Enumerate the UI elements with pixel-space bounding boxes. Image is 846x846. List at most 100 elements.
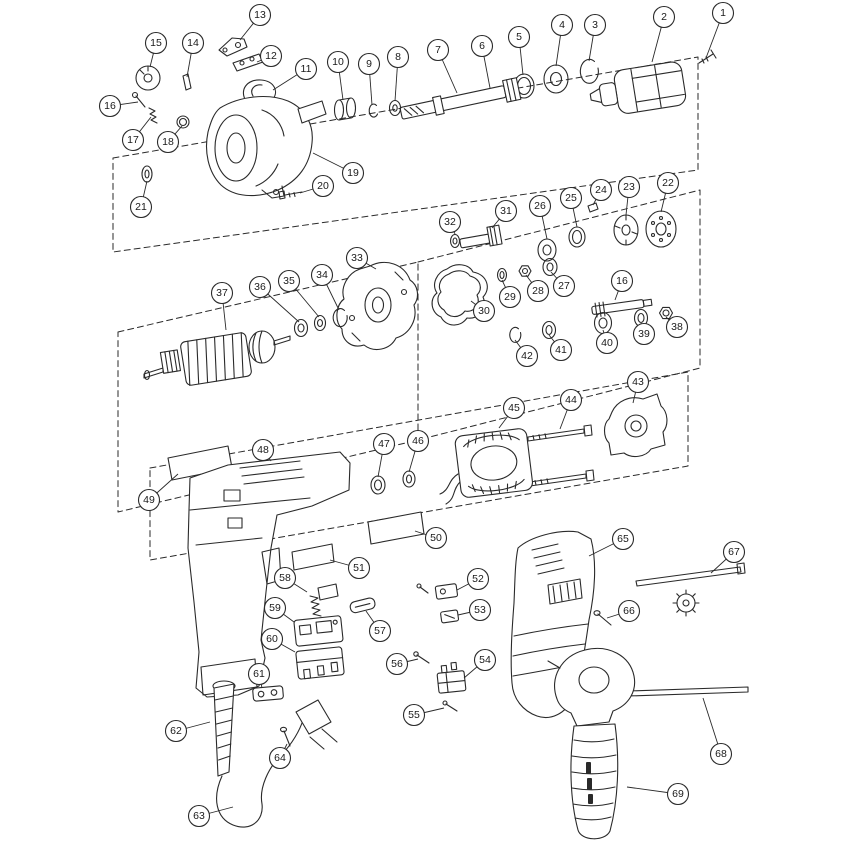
part-3-circlip	[579, 58, 599, 84]
callout-5: 5	[507, 25, 531, 76]
part-58-spring	[309, 583, 339, 617]
part-60-switch-lower	[295, 646, 345, 680]
callout-48: 48	[251, 438, 275, 462]
svg-text:17: 17	[127, 134, 139, 146]
svg-text:53: 53	[474, 604, 486, 616]
callout-8: 8	[386, 45, 410, 102]
callout-60: 60	[260, 627, 296, 653]
part-20-screw	[278, 190, 303, 200]
part-9-circlip	[368, 103, 379, 118]
svg-text:48: 48	[257, 444, 269, 456]
part-44-screws	[527, 424, 595, 487]
callout-61: 61	[247, 662, 271, 689]
part-23-gear	[613, 214, 639, 246]
part-45-stator	[439, 428, 534, 505]
part-35-washer	[313, 314, 327, 332]
svg-text:40: 40	[601, 337, 613, 349]
callout-33: 33	[345, 246, 377, 270]
svg-text:27: 27	[558, 280, 570, 292]
part-64-screw	[279, 726, 291, 747]
part-43-bracket	[603, 393, 668, 458]
svg-text:37: 37	[216, 287, 228, 299]
svg-text:57: 57	[374, 625, 386, 637]
callout-37: 37	[210, 281, 234, 331]
callout-2: 2	[651, 5, 676, 63]
part-27-bushing	[542, 257, 558, 277]
part-18-oring	[176, 115, 190, 129]
callout-14: 14	[181, 31, 205, 78]
part-31-shaft	[459, 224, 503, 249]
callout-59: 59	[263, 596, 295, 623]
svg-text:20: 20	[317, 180, 329, 192]
callout-28: 28	[525, 274, 550, 303]
part-37-armature	[143, 330, 291, 386]
svg-text:28: 28	[532, 285, 544, 297]
svg-text:30: 30	[478, 305, 490, 317]
svg-text:56: 56	[391, 658, 403, 670]
callout-4: 4	[550, 13, 574, 67]
callout-38: 38	[665, 315, 689, 339]
part-41-washer	[541, 320, 557, 340]
callout-63: 63	[187, 804, 234, 828]
svg-text:31: 31	[500, 205, 512, 217]
svg-text:58: 58	[279, 572, 291, 584]
callout-68: 68	[702, 697, 733, 766]
part-42-circlip	[509, 326, 522, 343]
callout-18: 18	[156, 125, 183, 154]
callout-35: 35	[277, 269, 320, 318]
callout-69: 69	[626, 782, 690, 806]
svg-text:19: 19	[347, 167, 359, 179]
part-50-label	[367, 511, 425, 545]
svg-text:15: 15	[150, 37, 162, 49]
part-52-connector	[416, 583, 459, 600]
part-16-screw	[131, 91, 146, 108]
callout-27: 27	[550, 271, 576, 298]
callout-47: 47	[372, 432, 396, 478]
part-10-collar	[333, 97, 357, 121]
callout-9: 9	[357, 52, 381, 106]
part-26-bearing	[537, 238, 557, 262]
svg-text:61: 61	[253, 668, 265, 680]
callout-20: 20	[299, 174, 335, 198]
svg-text:47: 47	[378, 438, 390, 450]
part-46-washer	[402, 470, 416, 488]
callout-39: 39	[632, 322, 656, 346]
svg-text:35: 35	[283, 275, 295, 287]
svg-text:50: 50	[430, 532, 442, 544]
part-32-washer	[449, 233, 461, 249]
svg-text:32: 32	[444, 216, 456, 228]
callout-12: 12	[256, 44, 283, 68]
part-16-shaft	[591, 298, 653, 318]
callout-11: 11	[272, 57, 318, 91]
svg-text:62: 62	[170, 725, 182, 737]
svg-text:8: 8	[395, 51, 401, 63]
svg-text:39: 39	[638, 328, 650, 340]
callout-17: 17	[121, 116, 152, 152]
svg-text:64: 64	[274, 752, 286, 764]
callout-36: 36	[248, 275, 300, 323]
callout-49: 49	[137, 473, 179, 512]
part-25-washer	[568, 226, 586, 248]
part-55-screw	[442, 700, 458, 712]
part-1-screw	[698, 49, 717, 64]
callout-54: 54	[463, 648, 497, 679]
svg-text:41: 41	[555, 344, 567, 356]
callout-3: 3	[583, 13, 607, 62]
callout-26: 26	[528, 194, 552, 240]
svg-text:7: 7	[435, 44, 441, 56]
svg-text:6: 6	[479, 40, 485, 52]
part-28-nut	[518, 265, 532, 277]
svg-text:55: 55	[408, 709, 420, 721]
svg-text:38: 38	[671, 321, 683, 333]
callout-24: 24	[589, 178, 613, 206]
part-29-sleeve	[496, 267, 508, 283]
svg-text:45: 45	[508, 402, 520, 414]
svg-text:29: 29	[504, 291, 516, 303]
svg-text:18: 18	[162, 136, 174, 148]
svg-text:1: 1	[720, 7, 726, 19]
svg-text:10: 10	[332, 56, 344, 68]
callout-21: 21	[129, 180, 153, 219]
callout-53: 53	[457, 598, 492, 622]
svg-text:69: 69	[672, 788, 684, 800]
